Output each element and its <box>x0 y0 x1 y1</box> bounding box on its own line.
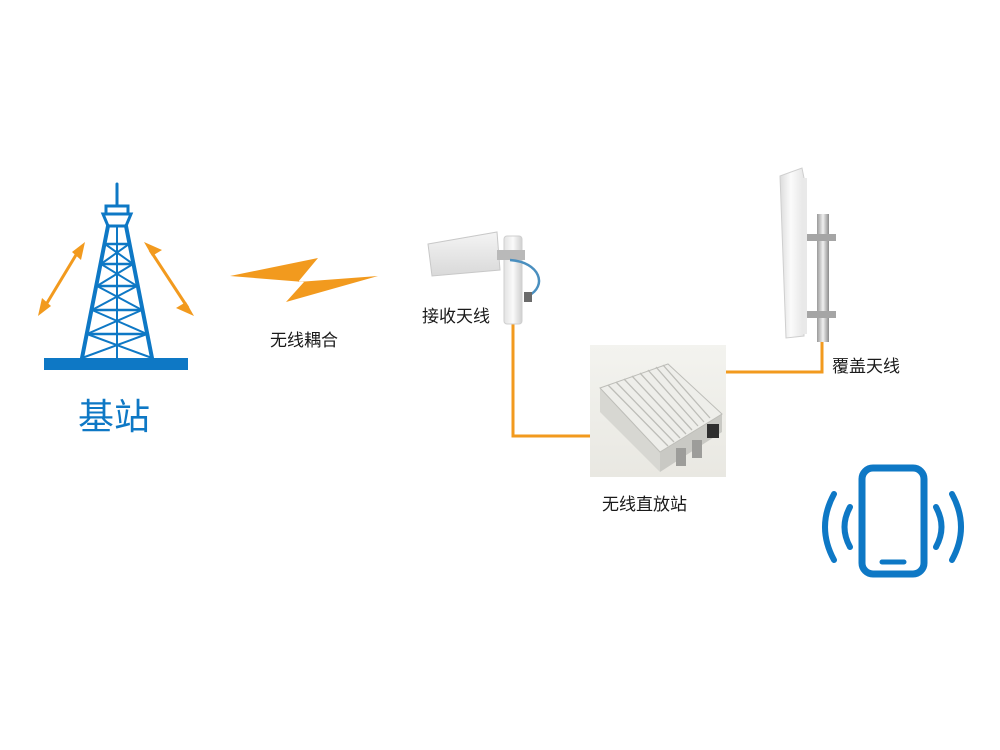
coverage-antenna-label: 覆盖天线 <box>832 357 900 377</box>
signal-arrow-right-icon <box>144 242 194 316</box>
signal-arrow-left-icon <box>38 242 85 316</box>
coax-cable-receive-to-repeater <box>511 322 590 438</box>
repeater-label: 无线直放站 <box>602 495 687 515</box>
base-station-label: 基站 <box>78 397 151 438</box>
cell-tower-icon <box>44 182 188 370</box>
repeater-unit-icon <box>590 345 726 477</box>
yagi-antenna-icon <box>427 231 541 325</box>
wireless-coupling-label: 无线耦合 <box>270 331 338 351</box>
lightning-signal-icon <box>230 258 378 302</box>
coax-cable-repeater-to-coverage <box>725 338 824 374</box>
smartphone-signal-icon <box>822 464 964 578</box>
panel-antenna-icon <box>779 167 836 342</box>
receive-antenna-label: 接收天线 <box>422 307 490 327</box>
